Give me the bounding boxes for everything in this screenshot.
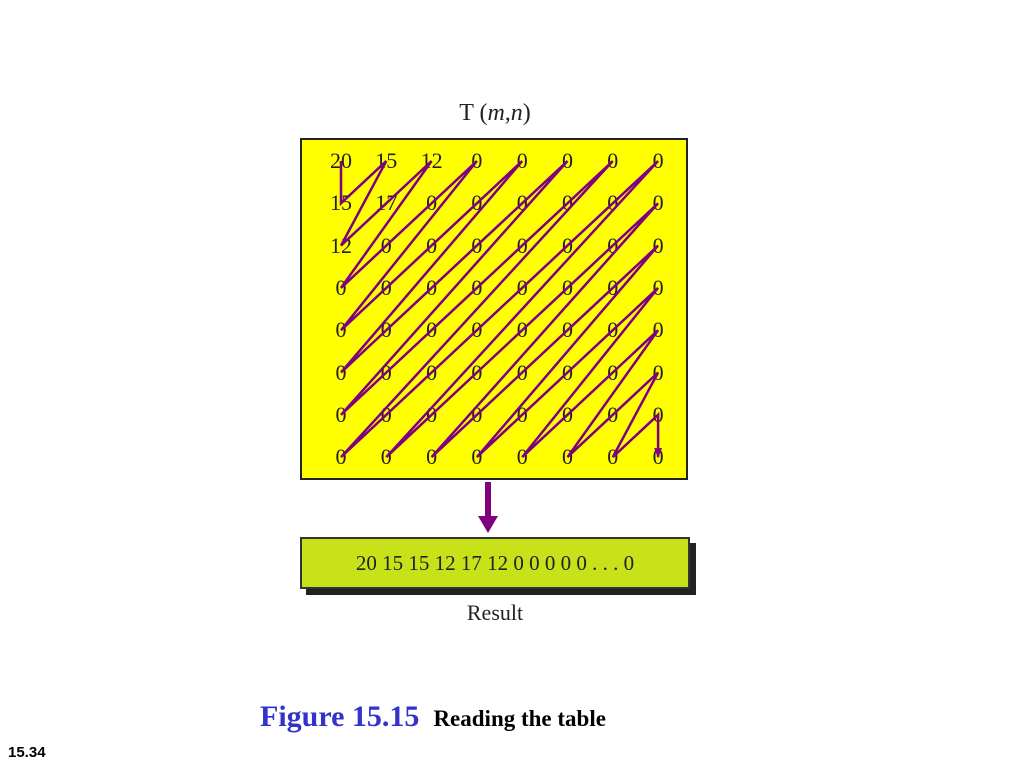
matrix-cell: 0 xyxy=(652,190,664,216)
figure-number: Figure 15.15 xyxy=(260,700,420,733)
matrix-cell: 0 xyxy=(471,148,483,173)
matrix-title-close: ) xyxy=(522,100,531,126)
matrix-cell: 0 xyxy=(380,317,392,343)
matrix-cell: 0 xyxy=(516,148,528,173)
result-label: Result xyxy=(466,600,524,625)
matrix-table: 20 15 12 0 0 0 0 0 15 17 0 0 0 0 0 0 12 0 0 0 0 0 0 0 0 0 0 0 0 0 0 0 0 0… xyxy=(300,138,688,480)
matrix-cell: 0 xyxy=(471,190,483,216)
matrix-cell: 0 xyxy=(426,444,438,470)
matrix-cell: 0 xyxy=(471,444,483,470)
matrix-cell: 0 xyxy=(607,232,619,258)
matrix-cell: 0 xyxy=(471,232,483,258)
matrix-cell: 0 xyxy=(607,148,619,173)
matrix-cell: 0 xyxy=(516,190,528,216)
matrix-cell: 0 xyxy=(562,190,573,216)
matrix-cell: 0 xyxy=(516,232,528,258)
matrix-cell: 0 xyxy=(607,190,619,216)
matrix-cell: 0 xyxy=(516,274,528,300)
matrix-cell: 0 xyxy=(607,401,619,427)
matrix-cell: 0 xyxy=(426,190,438,216)
matrix-cell: 0 xyxy=(562,232,573,258)
matrix-cell: 0 xyxy=(380,232,392,258)
down-arrow-head xyxy=(478,516,498,533)
matrix-cell: 0 xyxy=(380,401,392,427)
matrix-cell: 12 xyxy=(330,232,352,258)
matrix-cell: 0 xyxy=(562,444,573,470)
matrix-cell: 0 xyxy=(607,274,619,300)
matrix-cell: 0 xyxy=(652,444,664,470)
matrix-cell: 15 xyxy=(330,190,352,216)
page-number: 15.34 xyxy=(8,744,46,761)
matrix-cell: 0 xyxy=(652,317,664,343)
figure-title: Reading the table xyxy=(433,706,606,731)
matrix-cell: 0 xyxy=(562,274,573,300)
matrix-cell: 0 xyxy=(380,274,392,300)
matrix-title-text: T ( xyxy=(459,100,488,126)
matrix-cell: 0 xyxy=(516,317,528,343)
matrix-cell: 0 xyxy=(380,359,392,385)
matrix-cell: 0 xyxy=(652,148,664,173)
matrix-cell: 0 xyxy=(607,444,619,470)
matrix-cell: 0 xyxy=(335,444,347,470)
matrix-cell: 0 xyxy=(607,317,619,343)
matrix-cell: 0 xyxy=(562,359,573,385)
figure-caption: Figure 15.15 Reading the table xyxy=(260,700,606,734)
matrix-title-variables: m,n xyxy=(487,100,523,126)
matrix-title: T (m,n) xyxy=(300,100,690,127)
matrix-cell: 0 xyxy=(335,274,347,300)
matrix-cell: 15 xyxy=(375,148,398,173)
matrix-cell: 0 xyxy=(426,359,438,385)
matrix-cell: 20 xyxy=(330,148,352,173)
matrix-cell: 0 xyxy=(562,401,573,427)
matrix-cell: 0 xyxy=(516,401,528,427)
matrix-cell: 0 xyxy=(335,359,347,385)
matrix-cell: 0 xyxy=(426,232,438,258)
matrix-cell: 0 xyxy=(652,232,664,258)
matrix-cell: 0 xyxy=(471,359,483,385)
matrix-cell: 0 xyxy=(471,401,483,427)
matrix-cell: 0 xyxy=(516,359,528,385)
matrix-cell: 0 xyxy=(335,317,347,343)
matrix-cell: 0 xyxy=(426,401,438,427)
matrix-cell: 12 xyxy=(420,148,443,173)
matrix-cell: 0 xyxy=(380,444,392,470)
matrix-cell: 0 xyxy=(562,148,573,173)
matrix-cell: 0 xyxy=(426,274,438,300)
matrix-cell: 0 xyxy=(335,401,347,427)
result-box: 20 15 15 12 17 12 0 0 0 0 0 . . . 0 xyxy=(300,537,690,589)
matrix-cell: 0 xyxy=(471,317,483,343)
matrix-cell: 0 xyxy=(652,401,664,427)
matrix-cell: 0 xyxy=(652,359,664,385)
matrix-cell: 0 xyxy=(562,317,573,343)
matrix-cell: 0 xyxy=(652,274,664,300)
matrix-cell: 0 xyxy=(471,274,483,300)
matrix-cell: 0 xyxy=(516,444,528,470)
matrix-cell: 0 xyxy=(426,317,438,343)
matrix-cell: 0 xyxy=(607,359,619,385)
matrix-cell: 17 xyxy=(375,190,398,216)
